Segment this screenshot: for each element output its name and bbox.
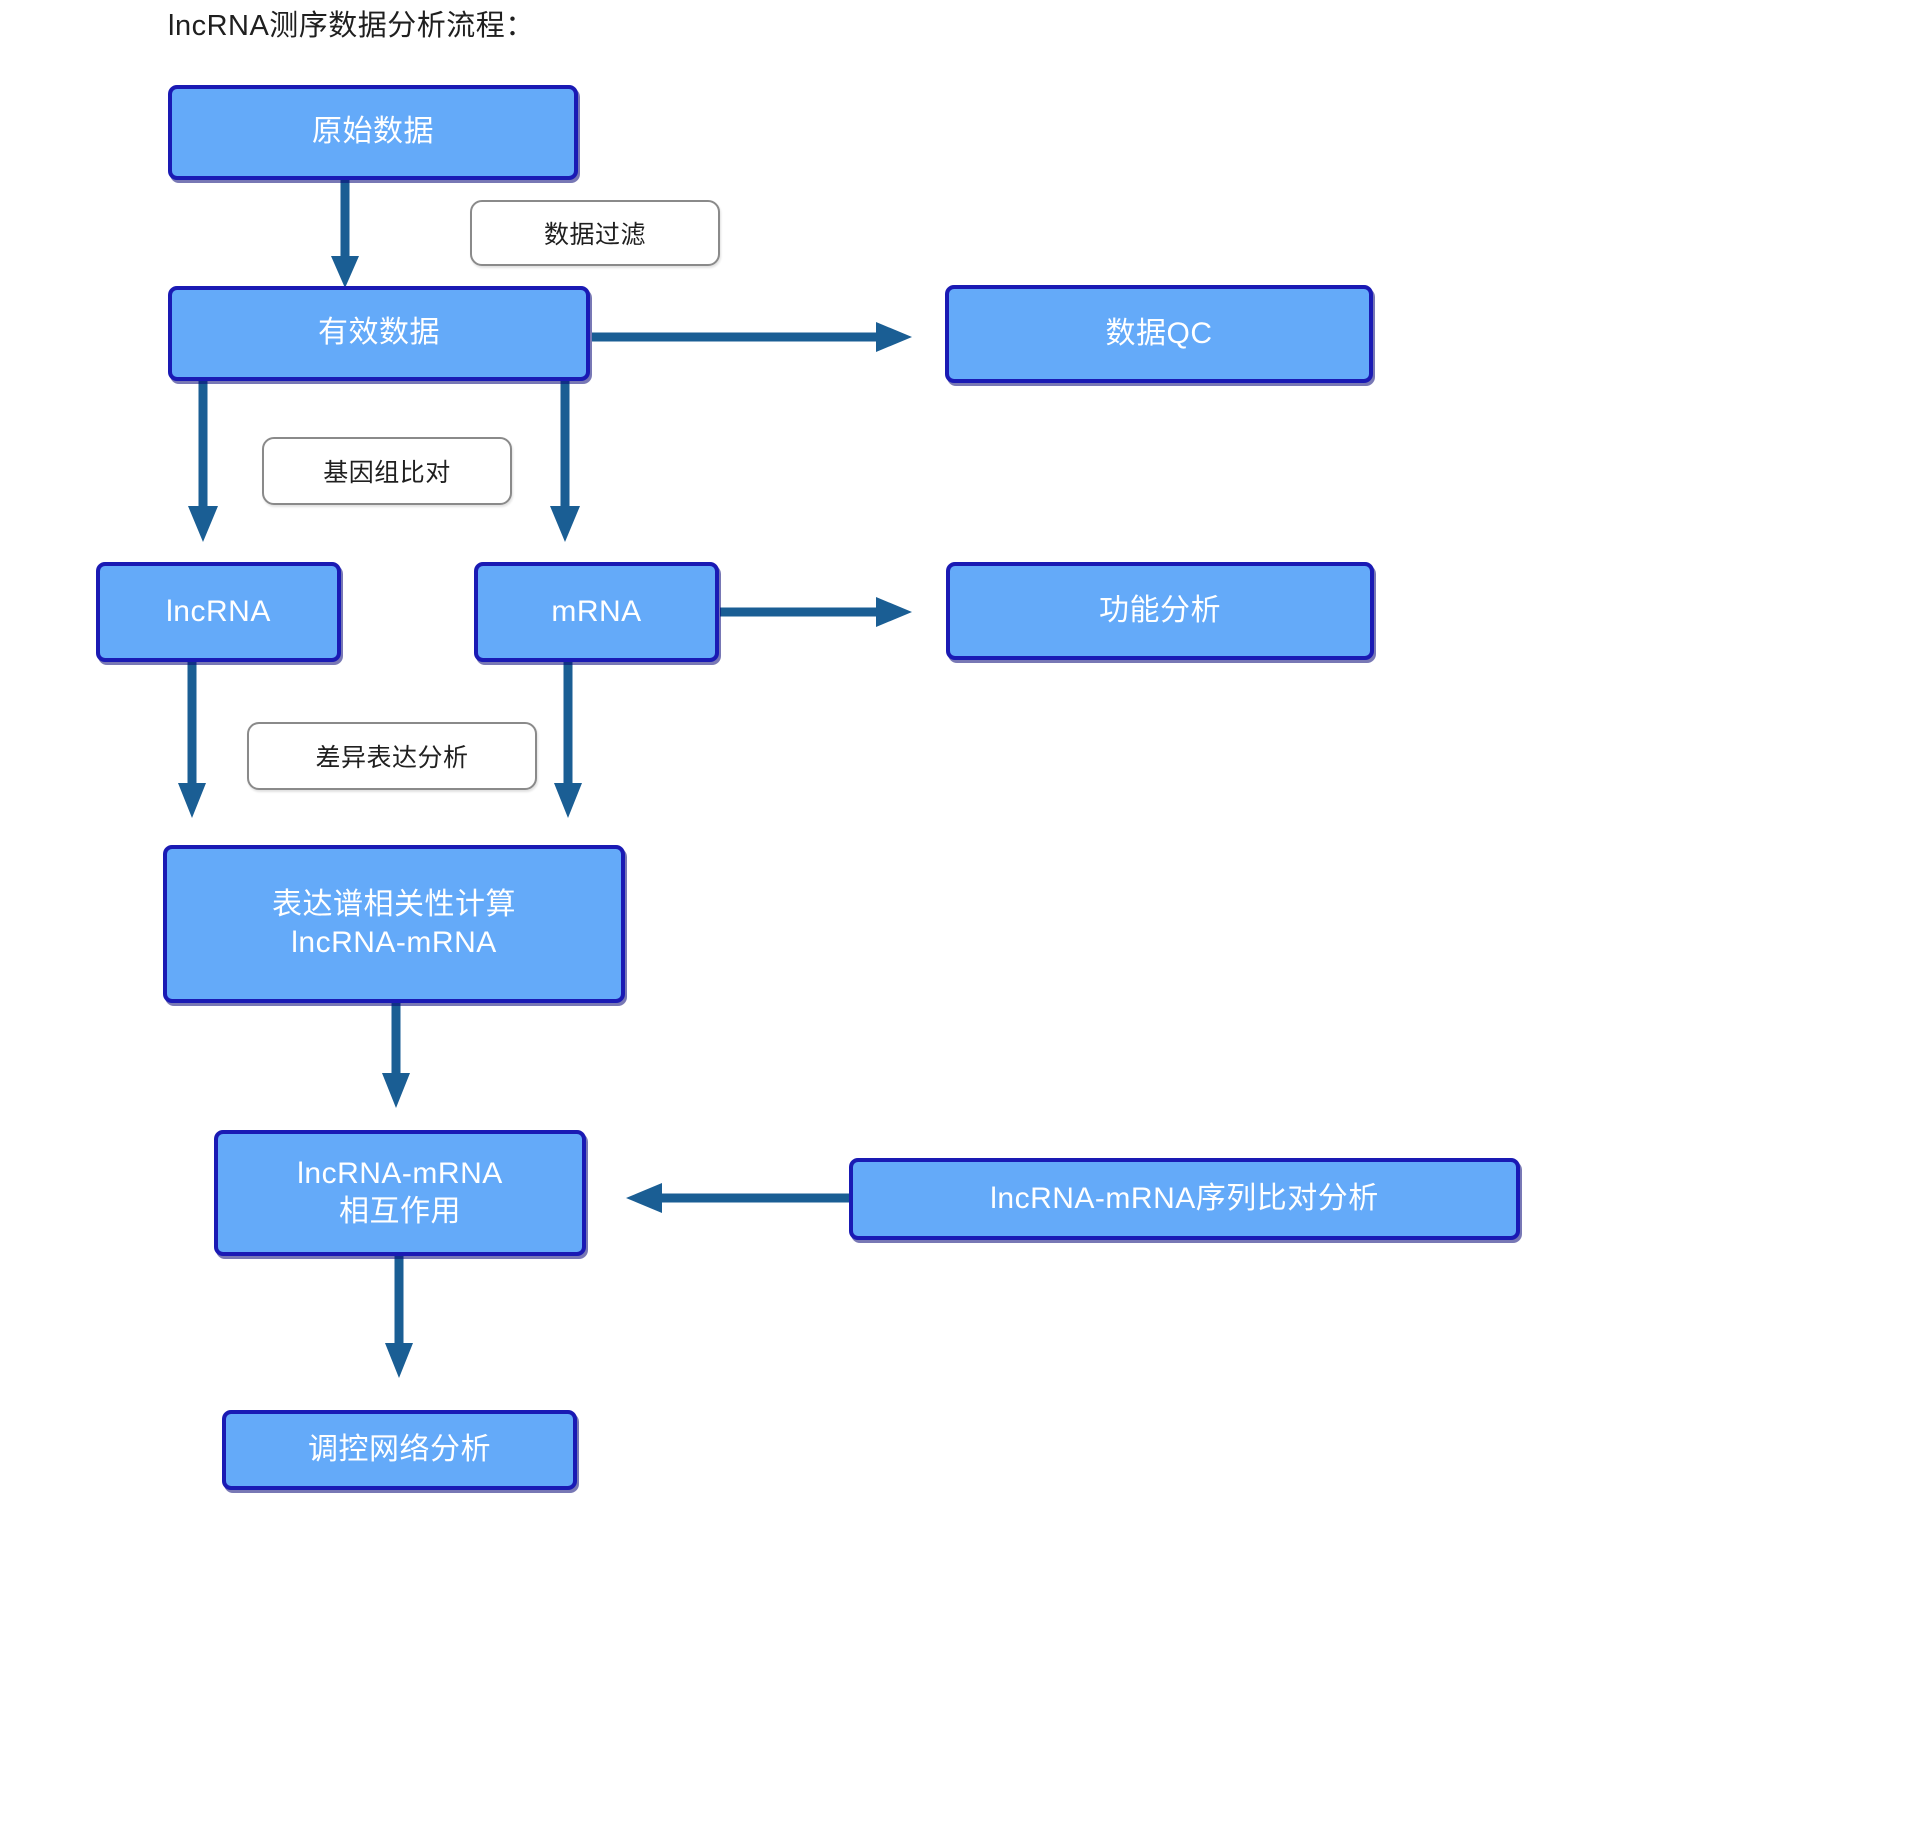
- node-functional-analysis-label: 功能分析: [1099, 593, 1221, 627]
- node-lncrna[interactable]: lncRNA: [96, 562, 341, 662]
- node-raw-data-label: 原始数据: [312, 115, 434, 149]
- arrow-raw-to-valid: [331, 178, 359, 288]
- edge-label-differential-expression: 差异表达分析: [247, 722, 537, 790]
- arrow-interaction-to-network: [385, 1255, 413, 1378]
- node-network-analysis[interactable]: 调控网络分析: [222, 1410, 577, 1490]
- node-lncrna-mrna-interaction-line2: 相互作用: [339, 1195, 461, 1228]
- node-lncrna-mrna-interaction[interactable]: lncRNA-mRNA 相互作用: [214, 1130, 586, 1256]
- node-valid-data-label: 有效数据: [318, 316, 440, 350]
- arrow-valid-to-mrna: [550, 380, 580, 542]
- node-expression-correlation-line2: lncRNA-mRNA: [291, 926, 497, 959]
- node-expression-correlation[interactable]: 表达谱相关性计算 lncRNA-mRNA: [163, 845, 625, 1003]
- arrow-valid-to-qc: [592, 322, 912, 352]
- arrow-valid-to-lncrna: [188, 380, 218, 542]
- node-expression-correlation-line1: 表达谱相关性计算: [272, 887, 516, 921]
- node-sequence-alignment[interactable]: lncRNA-mRNA序列比对分析: [849, 1158, 1520, 1240]
- edge-label-data-filter: 数据过滤: [470, 200, 720, 266]
- node-valid-data[interactable]: 有效数据: [168, 286, 590, 381]
- arrow-mrna-to-correlation: [554, 662, 582, 818]
- arrow-correlation-to-interaction: [382, 1002, 410, 1108]
- node-raw-data[interactable]: 原始数据: [168, 85, 578, 180]
- node-lncrna-label: lncRNA: [166, 594, 271, 628]
- node-mrna-label: mRNA: [551, 594, 642, 628]
- node-functional-analysis[interactable]: 功能分析: [946, 562, 1374, 660]
- node-mrna[interactable]: mRNA: [474, 562, 719, 662]
- node-sequence-alignment-label: lncRNA-mRNA序列比对分析: [990, 1181, 1379, 1215]
- node-data-qc-label: 数据QC: [1105, 316, 1213, 350]
- node-lncrna-mrna-interaction-line1: lncRNA-mRNA: [297, 1156, 503, 1190]
- node-lncrna-mrna-interaction-label: lncRNA-mRNA 相互作用: [218, 1155, 582, 1232]
- edge-label-data-filter-text: 数据过滤: [543, 221, 646, 249]
- edge-label-differential-expression-text: 差异表达分析: [315, 744, 469, 772]
- node-network-analysis-label: 调控网络分析: [308, 1432, 491, 1466]
- arrow-mrna-to-functional: [720, 597, 912, 627]
- node-data-qc[interactable]: 数据QC: [945, 285, 1373, 383]
- arrow-alignment-to-interaction: [626, 1183, 850, 1213]
- page-title: lncRNA测序数据分析流程：: [168, 10, 535, 42]
- edge-label-genome-alignment-text: 基因组比对: [323, 459, 451, 487]
- edge-label-genome-alignment: 基因组比对: [262, 437, 512, 505]
- node-expression-correlation-label: 表达谱相关性计算 lncRNA-mRNA: [167, 886, 621, 963]
- arrow-lncrna-to-correlation: [178, 662, 206, 818]
